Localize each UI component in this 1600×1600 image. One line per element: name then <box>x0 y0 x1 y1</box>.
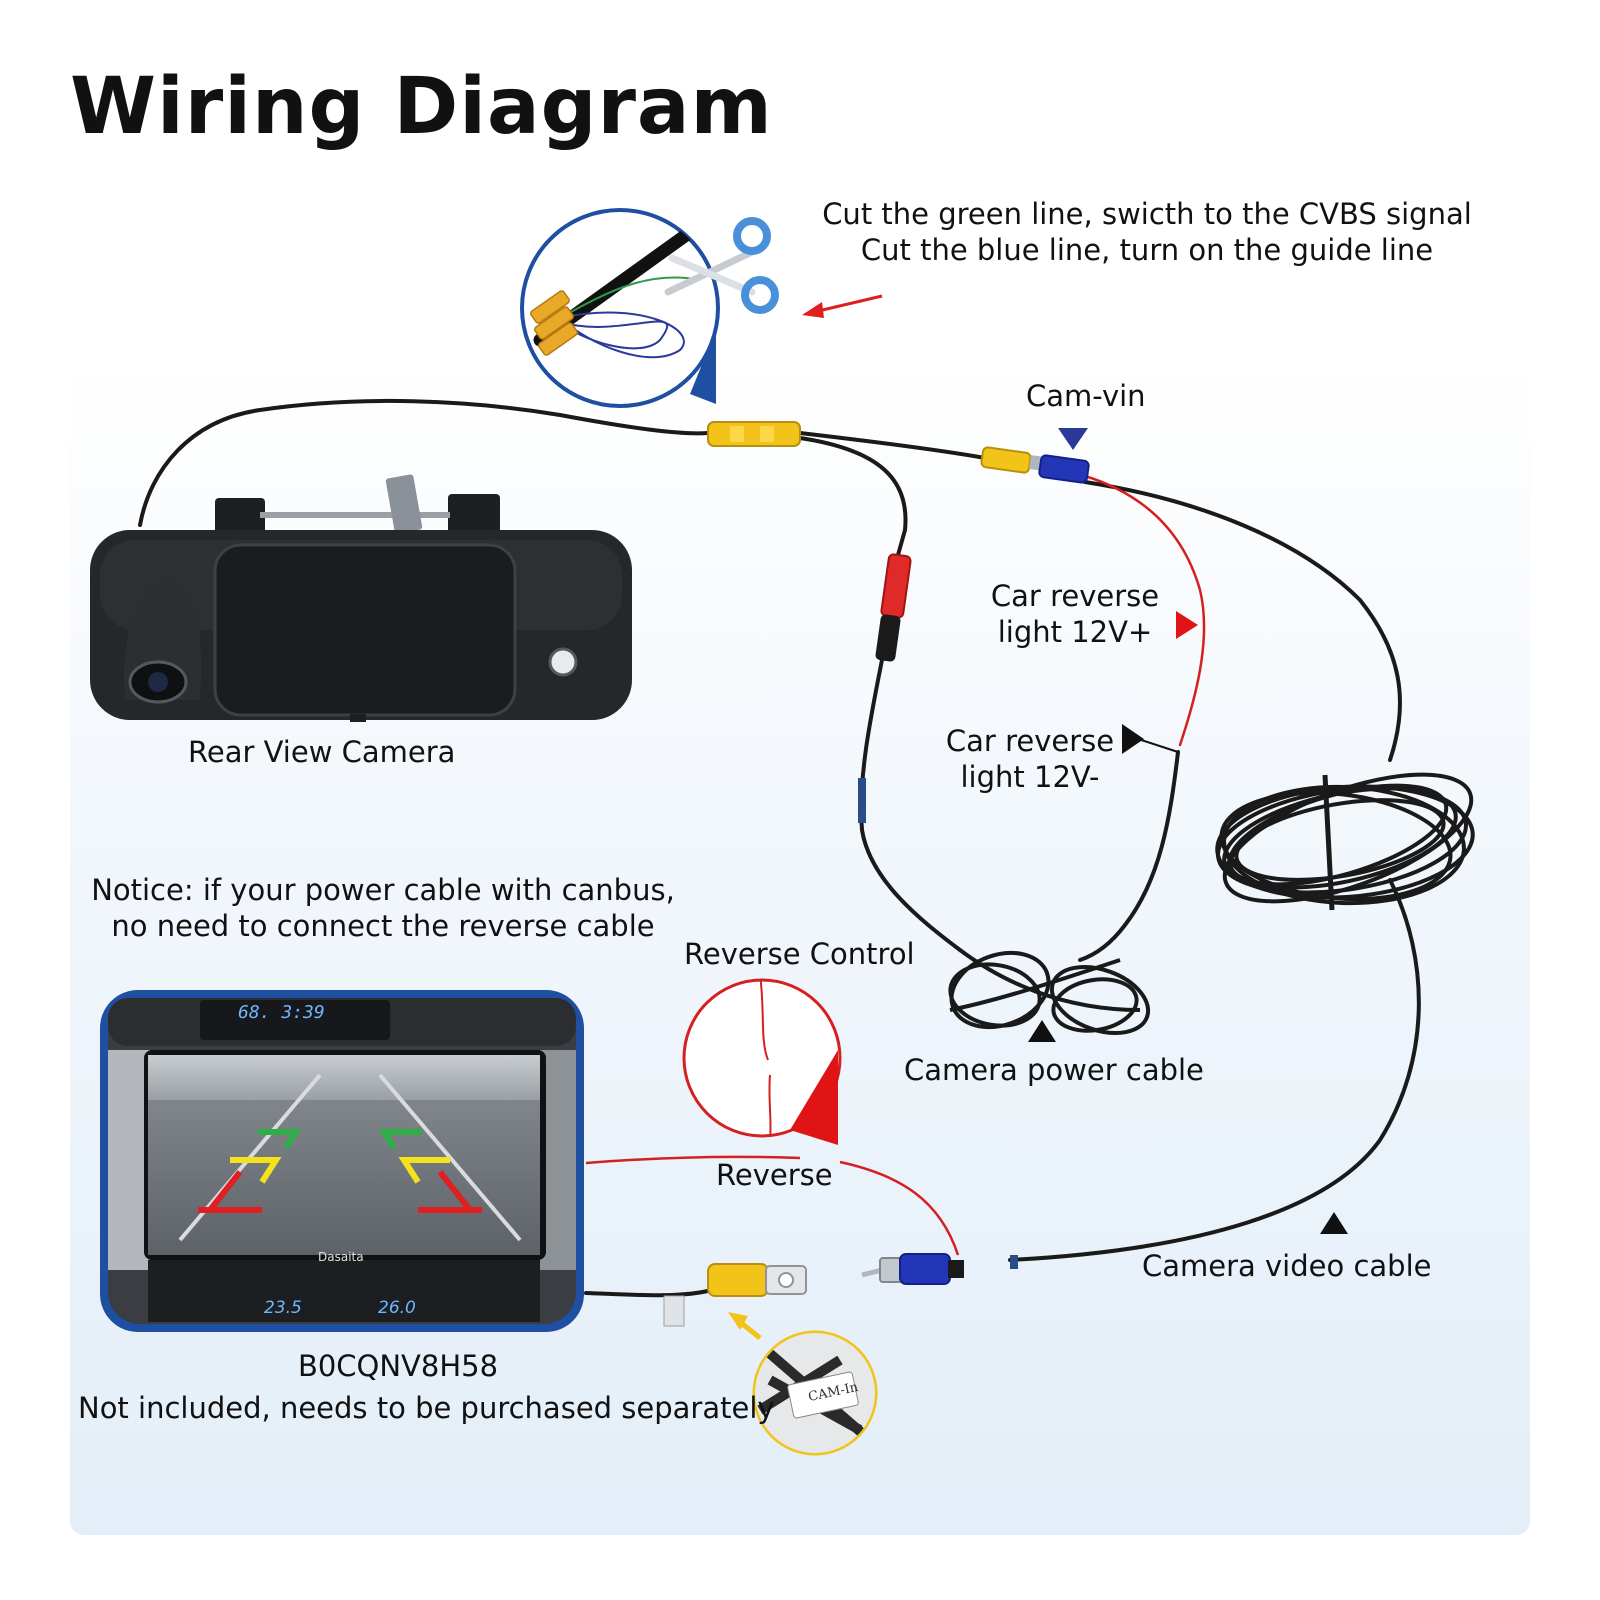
reverse-minus-line2: light 12V- <box>960 760 1100 794</box>
head-unit-clock: 68. 3:39 <box>238 1002 325 1023</box>
camera-video-cable-label: Camera video cable <box>1142 1249 1432 1283</box>
reverse-label: Reverse <box>716 1158 833 1192</box>
reverse-minus-label: Car reverse light 12V- <box>940 723 1120 795</box>
reverse-control-label: Reverse Control <box>684 937 915 971</box>
arrow-icon <box>802 294 883 318</box>
cam-in-inset <box>728 1312 878 1456</box>
notice-line1: Notice: if your power cable with canbus, <box>91 873 675 907</box>
rear-view-camera-label: Rear View Camera <box>188 735 456 769</box>
cam-vin-label: Cam-vin <box>1026 379 1146 413</box>
head-unit-temp-right: 26.0 <box>378 1298 416 1318</box>
not-included-note: Not included, needs to be purchased sepa… <box>78 1391 775 1425</box>
yellow-junction-connector <box>707 421 801 447</box>
power-cable-coil <box>948 948 1151 1035</box>
head-unit <box>100 990 584 1332</box>
reverse-control-inset <box>682 978 842 1145</box>
cam-vin-rca-connector <box>980 446 1090 484</box>
page-title: Wiring Diagram <box>70 62 773 152</box>
cam-in-rca-socket <box>663 1263 807 1327</box>
triangle-marker-icon <box>1028 1020 1056 1042</box>
video-cable-coil <box>1215 772 1475 911</box>
reverse-plus-line1: Car reverse <box>990 579 1160 613</box>
cut-wire-inset <box>520 208 720 408</box>
cable-sleeve <box>858 778 866 823</box>
triangle-marker-icon <box>1058 428 1088 450</box>
cable-runs <box>138 398 1421 1298</box>
reverse-plus-line2: light 12V+ <box>997 615 1153 649</box>
reverse-control-wire <box>585 1155 960 1256</box>
video-rca-plug <box>861 1253 1018 1285</box>
power-connector <box>875 553 912 662</box>
cut-instruction-line1: Cut the green line, swicth to the CVBS s… <box>822 197 1472 231</box>
reverse-plus-label: Car reverse light 12V+ <box>985 578 1165 650</box>
triangle-marker-icon <box>1122 724 1144 754</box>
triangle-marker-icon <box>1176 611 1198 639</box>
head-unit-temp-left: 23.5 <box>264 1298 302 1318</box>
product-code: B0CQNV8H58 <box>297 1349 499 1383</box>
scissors-icon <box>664 217 779 314</box>
camera-power-cable-label: Camera power cable <box>904 1053 1204 1087</box>
head-unit-brand: Dasaita <box>318 1250 364 1264</box>
rear-view-camera <box>90 474 632 722</box>
cut-instruction: Cut the green line, swicth to the CVBS s… <box>812 196 1482 268</box>
notice-text: Notice: if your power cable with canbus,… <box>78 872 688 944</box>
triangle-marker-icon <box>1320 1212 1348 1234</box>
product-info: B0CQNV8H58 Not included, needs to be pur… <box>78 1348 775 1426</box>
reverse-minus-line1: Car reverse <box>945 724 1115 758</box>
cut-instruction-line2: Cut the blue line, turn on the guide lin… <box>860 233 1434 267</box>
notice-line2: no need to connect the reverse cable <box>111 909 655 943</box>
